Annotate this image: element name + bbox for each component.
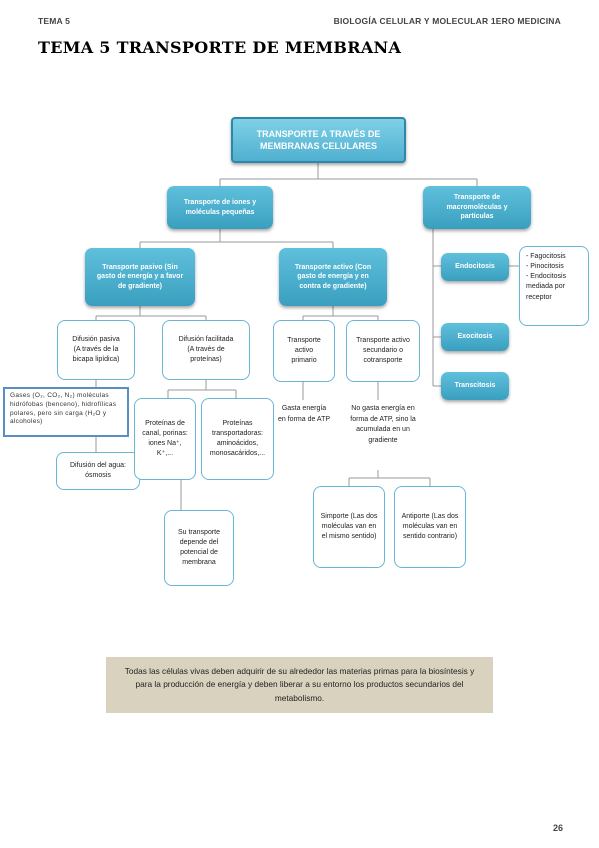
endocitosis-type-item: - Pinocitosis	[526, 263, 564, 271]
text-no-gasta-atp: No gasta energía en forma de ATP, sino l…	[350, 405, 416, 444]
text-gasta-atp: Gasta energía en forma de ATP	[278, 405, 331, 423]
page-title: TEMA 5 TRANSPORTE DE MEMBRANA	[38, 38, 402, 57]
node-proteinas-transportadoras: Proteínas transportadoras: aminoácidos, …	[201, 398, 274, 480]
node-transcitosis: Transcitosis	[441, 372, 509, 400]
node-endocitosis: Endocitosis	[441, 253, 509, 281]
node-transporte-iones: Transporte de iones y moléculas pequeñas	[167, 186, 273, 229]
node-simporte: Simporte (Las dos moléculas van en el mi…	[313, 486, 385, 568]
page-number: 26	[553, 823, 564, 833]
node-difusion-pasiva: Difusión pasiva (A través de la bicapa l…	[57, 320, 135, 380]
node-difusion-agua: Difusión del agua: ósmosis	[56, 452, 140, 490]
node-activo-primario: Transporte activo primario	[273, 320, 335, 382]
header-right: BIOLOGÍA CELULAR Y MOLECULAR 1ERO MEDICI…	[333, 16, 561, 26]
node-difusion-facilitada: Difusión facilitada (A través de proteín…	[162, 320, 250, 380]
node-exocitosis: Exocitosis	[441, 323, 509, 351]
endocitosis-type-item: - Endocitosis mediada por receptor	[526, 273, 567, 301]
node-activo-secundario: Transporte activo secundario o cotranspo…	[346, 320, 420, 382]
node-transporte-activo: Transporte activo (Con gasto de energía …	[279, 248, 387, 306]
node-transporte-membranas: TRANSPORTE A TRAVÉS DE MEMBRANAS CELULAR…	[231, 117, 406, 163]
endocitosis-types-box: - Fagocitosis - Pinocitosis - Endocitosi…	[519, 246, 589, 326]
node-transporte-macromoleculas: Transporte de macromoléculas y partícula…	[423, 186, 531, 229]
node-transporte-pasivo: Transporte pasivo (Sin gasto de energía …	[85, 248, 195, 306]
summary-note: Todas las células vivas deben adquirir d…	[106, 657, 493, 713]
node-antiporte: Antiporte (Las dos moléculas van en sent…	[394, 486, 466, 568]
header-left: TEMA 5	[38, 16, 71, 26]
endocitosis-type-item: - Fagocitosis	[526, 253, 566, 260]
node-potencial-membrana: Su transporte depende del potencial de m…	[164, 510, 234, 586]
node-proteinas-canal: Proteínas de canal, porinas: iones Na⁺, …	[134, 398, 196, 480]
gases-note-box: Gases (O₂, CO₂, N₂) moléculas hidrófobas…	[3, 387, 129, 437]
